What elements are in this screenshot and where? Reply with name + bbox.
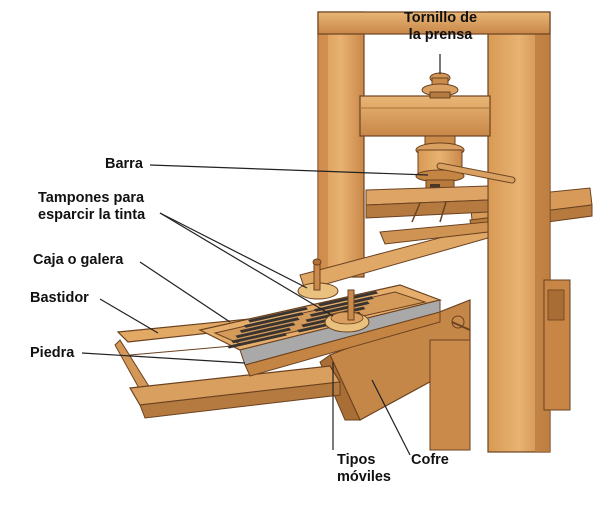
- leader-caja: [139, 261, 231, 323]
- leader-bastidor: [99, 298, 159, 334]
- type-row: [239, 317, 300, 333]
- left-frame-post: [317, 11, 365, 278]
- leader-piedra: [81, 352, 246, 364]
- carriage-rails: [299, 221, 489, 291]
- side-knob: [451, 315, 471, 331]
- type-row: [313, 296, 374, 312]
- label-caja: Caja o galera: [33, 252, 124, 268]
- label-bastidor: Bastidor: [30, 290, 89, 306]
- ink-ball-right: [324, 289, 370, 333]
- label-tornillo: Tornillo de la prensa: [404, 10, 478, 43]
- press-screw: [421, 72, 459, 99]
- leader-tampones-1: [159, 212, 308, 289]
- type-row: [231, 327, 292, 344]
- press-bar: [436, 162, 516, 184]
- top-beam: [317, 11, 551, 35]
- type-row: [227, 333, 287, 349]
- type-row: [248, 307, 308, 323]
- cross-beam: [359, 95, 491, 137]
- leader-barra: [149, 164, 429, 176]
- label-barra: Barra: [105, 156, 143, 172]
- ink-ball-left: [297, 258, 339, 300]
- leader-cofre: [371, 379, 411, 456]
- type-row: [243, 312, 304, 328]
- label-piedra: Piedra: [30, 345, 75, 361]
- type-row: [235, 322, 296, 339]
- platen: [365, 185, 489, 223]
- type-row: [309, 301, 370, 317]
- leader-tampones-2: [159, 212, 334, 317]
- right-frame-post: [487, 11, 571, 453]
- label-tipos: Tipos móviles: [337, 452, 391, 485]
- leader-lines: [81, 54, 441, 456]
- label-tampones: Tampones para esparcir la tinta: [38, 190, 146, 223]
- cofre-box: [319, 299, 471, 451]
- label-cofre: Cofre: [411, 452, 449, 468]
